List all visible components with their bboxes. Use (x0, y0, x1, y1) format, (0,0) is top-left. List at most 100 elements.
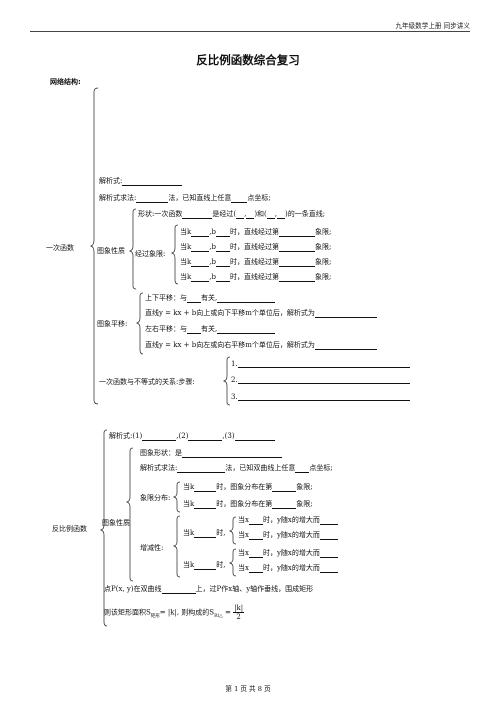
linear-expression-blank (122, 177, 183, 186)
k-blank (191, 273, 210, 282)
linear-shape-comma2: , (274, 210, 278, 218)
q-when: 当k (180, 243, 192, 251)
lr-tail-blank (217, 325, 276, 334)
step-row-3: 3. (231, 392, 410, 401)
quad-blank (278, 273, 315, 282)
mono-mid: 时，y随x的增大而 (262, 516, 320, 524)
k-blank (191, 258, 210, 267)
ud-tail-blank (217, 294, 276, 303)
q-mid: 时，图象分布在第 (216, 483, 273, 491)
q-b: ,b (209, 243, 216, 251)
expr-blank (142, 432, 177, 441)
mono-mid: 时，y随x的增大而 (262, 549, 320, 557)
mono-comma: 时, (216, 529, 226, 537)
inv-method: 解析式求法: (140, 464, 178, 472)
q-when: 当k (180, 228, 192, 236)
ud-row: 上下平移：与有关, (145, 293, 276, 303)
x-blank (248, 516, 263, 525)
linear-method-blank (136, 194, 169, 203)
linear-shape-comma1: , (244, 210, 247, 218)
linear-method-row: 解析式求法:法，已知直线上任意点坐标; (99, 193, 271, 203)
step-2: 2. (231, 376, 238, 384)
linear-shape-mid: 是经过( (212, 210, 237, 218)
linear-root-label: 一次函数 (46, 244, 74, 252)
q-mid: 时，图象分布在第 (216, 500, 273, 508)
ineq-row: 一次函数与不等式的关系:步骤: (99, 377, 195, 387)
x-blank (248, 531, 263, 540)
steps-brace (222, 356, 231, 406)
pt1-x-blank (236, 210, 245, 219)
expr-3: ,(3) (222, 432, 235, 440)
trend-blank (319, 549, 338, 558)
ud-answer-blank (314, 309, 377, 318)
area-fraction: |k|2 (233, 604, 245, 621)
section-label: 网络结构: (50, 78, 81, 86)
curve-blank (161, 585, 196, 594)
quad-blank (278, 228, 315, 237)
lr-pre: 左右平移：与 (145, 325, 187, 333)
mono-x: 当x (238, 549, 249, 557)
inv-method-tail2: 点坐标; (309, 464, 333, 472)
step-blank (237, 359, 410, 368)
inv-method-blank (177, 464, 226, 473)
mono-when: 当k (183, 561, 195, 569)
linear-method-tail2: 点坐标; (247, 194, 271, 202)
mono-mid: 时，y随x的增大而 (262, 531, 320, 539)
x-blank (248, 564, 263, 573)
shape-blank (182, 449, 282, 458)
lr-row: 左右平移：与有关, (145, 324, 276, 334)
q-when: 当k (183, 500, 195, 508)
lr-line-row: 直线y = kx + b向左或向右平移m个单位后，解析式为 (145, 340, 377, 350)
expr-blank (234, 432, 275, 441)
point-tail: 上，过P作x轴、y轴作垂线，围成矩形 (195, 585, 314, 593)
b-blank (215, 228, 230, 237)
frac-num: |k| (233, 604, 245, 613)
lr-line: 直线y = kx + b向左或向右平移m个单位后，解析式为 (145, 341, 315, 349)
linear-points-blank (231, 194, 248, 203)
linear-shape-row: 形状:一次函数是经过(,)和(,)的一条直线; (138, 209, 325, 219)
inv-shape: 图象形状：是 (140, 449, 182, 457)
q-when: 当k (180, 273, 192, 281)
mono-x-row-2: 当x 时，y随x的增大而 (238, 530, 338, 540)
q-tail: 象限; (314, 228, 332, 236)
inverse-props-label: 图象性质 (102, 519, 130, 527)
ud-line-row: 直线y = kx + b向上或向下平移m个单位后，解析式为 (145, 308, 377, 318)
expr-blank (188, 432, 223, 441)
linear-shape-tail: )的一条直线; (285, 210, 326, 218)
linear-translate-brace (135, 292, 144, 355)
mono-x-row-1: 当x 时，y随x的增大而 (238, 515, 338, 525)
mono-x: 当x (238, 531, 249, 539)
inverse-quad-brace (172, 481, 181, 513)
step-1: 1. (231, 360, 238, 368)
header-rule (30, 31, 470, 32)
inverse-expression-row: 解析式:(1),(2),(3) (109, 431, 275, 441)
linear-quad-brace (170, 224, 179, 285)
pt1-y-blank (246, 210, 255, 219)
q-mid: 时，直线经过第 (229, 273, 279, 281)
mono-inner-brace-2 (228, 548, 237, 577)
point-row: 点P(x, y)在双曲线上，过P作x轴、y轴作垂线，围成矩形 (104, 584, 313, 594)
page-footer: 第 1 页 共 8 页 (225, 685, 271, 693)
mono-comma: 时, (216, 561, 226, 569)
step-3: 3. (231, 393, 238, 401)
q-mid: 时，直线经过第 (229, 228, 279, 236)
q-tail: 象限; (314, 243, 332, 251)
step-blank (237, 392, 410, 401)
mono-x: 当x (238, 516, 249, 524)
linear-props-label: 图象性质 (97, 247, 125, 255)
trend-blank (319, 516, 338, 525)
q-when: 当k (183, 483, 195, 491)
linear-translate-label: 图象平移: (97, 320, 128, 328)
mono-label: 增减性: (140, 544, 164, 552)
quad-blank (272, 483, 297, 492)
linear-brace (89, 87, 99, 405)
mono-x-row-3: 当x 时，y随x的增大而 (238, 548, 338, 558)
linear-shape-pre: 形状:一次函数 (138, 210, 183, 218)
linear-expression-row: 解析式: (99, 176, 183, 186)
k-blank (194, 529, 217, 538)
